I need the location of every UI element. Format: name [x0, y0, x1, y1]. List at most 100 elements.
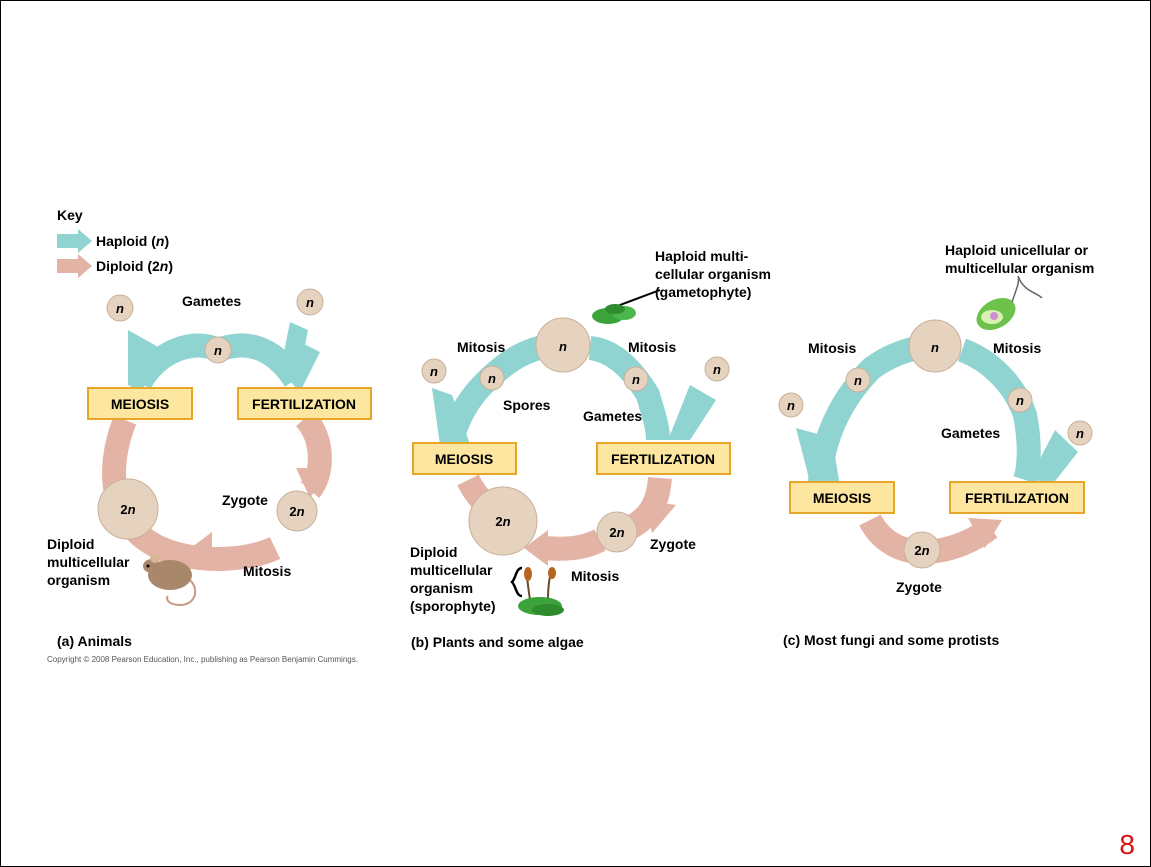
gamete-cell — [1007, 387, 1033, 413]
panel-fungi: Haploid unicellular or multicellular org… — [778, 242, 1094, 648]
cell-label: n — [488, 371, 496, 386]
slide-number: 8 — [1119, 829, 1135, 860]
fertilization-box — [596, 442, 731, 475]
diploid-key-arrow — [57, 254, 92, 278]
zygote-cell — [276, 490, 318, 532]
spores-out-arrowhead — [432, 388, 472, 450]
haploid-organism-cell — [535, 317, 591, 373]
meiosis-out-arrowhead — [128, 330, 160, 392]
cell-label: n — [430, 364, 438, 379]
diploid-label-line3: organism — [47, 572, 110, 588]
sporophyte-bracket — [510, 566, 523, 598]
gametes-label: Gametes — [941, 425, 1000, 441]
cell-label: n — [713, 362, 721, 377]
fertilization-label: FERTILIZATION — [252, 396, 356, 412]
gametes-label: Gametes — [583, 408, 642, 424]
spore-cell — [421, 358, 447, 384]
gamete-in-arrow — [668, 385, 716, 440]
diploid-key-label: Diploid (2n) — [96, 258, 173, 274]
cell-label: n — [854, 373, 862, 388]
protist-icon — [976, 275, 1043, 331]
zygote-cell — [596, 511, 638, 553]
fertilization-box — [949, 481, 1085, 514]
fertilization-label: FERTILIZATION — [611, 451, 715, 467]
cell-label: n — [1076, 426, 1084, 441]
cell — [778, 392, 804, 418]
haploid-org-label-line1: Haploid multi- — [655, 248, 749, 264]
meiosis-label: MEIOSIS — [435, 451, 493, 467]
cell-label: n — [632, 372, 640, 387]
haploid-org-label-line2: cellular organism — [655, 266, 771, 282]
diploid-cell-label: 2n — [120, 502, 135, 517]
diploid-label-line2: multicellular — [410, 562, 493, 578]
panel-c-caption: (c) Most fungi and some protists — [783, 632, 999, 648]
gamete-cell — [296, 288, 324, 316]
zygote-arrowhead — [296, 468, 330, 498]
zygote-cell — [903, 531, 941, 569]
diploid-label-line1: Diploid — [47, 536, 94, 552]
meiosis-box — [87, 387, 193, 420]
diploid-organism-cell — [468, 486, 538, 556]
cell-label: n — [931, 340, 939, 355]
key: Key Haploid (n) Diploid (2n) — [57, 207, 173, 278]
zygote-arrowhead — [644, 500, 676, 533]
gametophyte-plant-icon — [592, 304, 636, 324]
cell-label: n — [559, 339, 567, 354]
diploid-organism-cell — [97, 478, 159, 540]
zygote-cell-label: 2n — [289, 504, 304, 519]
diploid-label-line2: multicellular — [47, 554, 130, 570]
mitosis-bottom-label: Mitosis — [571, 568, 619, 584]
cell-label: n — [306, 295, 314, 310]
haploid-arc-left — [808, 334, 932, 483]
gamete-cell — [204, 336, 232, 364]
cell-label: n — [214, 343, 222, 358]
meiosis-out-arrowhead — [796, 428, 840, 490]
spores-label: Spores — [503, 397, 551, 413]
haploid-org-label-line2: multicellular organism — [945, 260, 1094, 276]
diploid-cell-label: 2n — [495, 514, 510, 529]
copyright-notice: Copyright © 2008 Pearson Education, Inc.… — [47, 655, 358, 664]
mitosis-left-label: Mitosis — [457, 339, 505, 355]
diploid-arc-left — [102, 415, 281, 571]
mitosis-arrowhead — [188, 532, 212, 568]
meiosis-box — [412, 442, 517, 475]
gamete-in-arrow — [1030, 430, 1078, 485]
meiosis-label: MEIOSIS — [111, 396, 169, 412]
cell — [845, 367, 871, 393]
gamete-in-arrow — [282, 322, 308, 372]
haploid-organism-cell — [908, 319, 962, 373]
meiosis-box — [789, 481, 895, 514]
zygote-label: Zygote — [896, 579, 942, 595]
diploid-arc-bottom — [543, 529, 606, 561]
gamete-cell — [106, 294, 134, 322]
mitosis-left-label: Mitosis — [808, 340, 856, 356]
haploid-arc-right — [957, 338, 1041, 484]
gamete-cell — [704, 356, 730, 382]
panel-animals: n n n Gametes MEIOSIS FERTILIZATION 2n Z… — [47, 288, 372, 649]
gamete-cell — [623, 366, 649, 392]
meiosis-label: MEIOSIS — [813, 490, 871, 506]
mouse-icon — [143, 553, 197, 607]
panel-a-caption: (a) Animals — [57, 633, 132, 649]
key-title: Key — [57, 207, 83, 223]
zygote-cell-label: 2n — [609, 525, 624, 540]
gametes-label: Gametes — [182, 293, 241, 309]
spore-cell — [479, 365, 505, 391]
mitosis-label: Mitosis — [243, 563, 291, 579]
cell-label: n — [787, 398, 795, 413]
zygote-label: Zygote — [222, 492, 268, 508]
diploid-label-line4: (sporophyte) — [410, 598, 496, 614]
fertilization-out-arrowhead — [968, 518, 1002, 548]
panel-plants: Haploid multi- cellular organism (gameto… — [410, 248, 771, 650]
haploid-key-label: Haploid (n) — [96, 233, 169, 249]
cell-label: n — [1016, 393, 1024, 408]
fertilization-box — [237, 387, 372, 420]
panel-b-caption: (b) Plants and some algae — [411, 634, 584, 650]
zygote-label: Zygote — [650, 536, 696, 552]
diploid-label-line3: organism — [410, 580, 473, 596]
mitosis-right-label: Mitosis — [628, 339, 676, 355]
gamete-cell — [1067, 420, 1093, 446]
cell-label: n — [116, 301, 124, 316]
mitosis-arrowhead — [524, 530, 548, 566]
